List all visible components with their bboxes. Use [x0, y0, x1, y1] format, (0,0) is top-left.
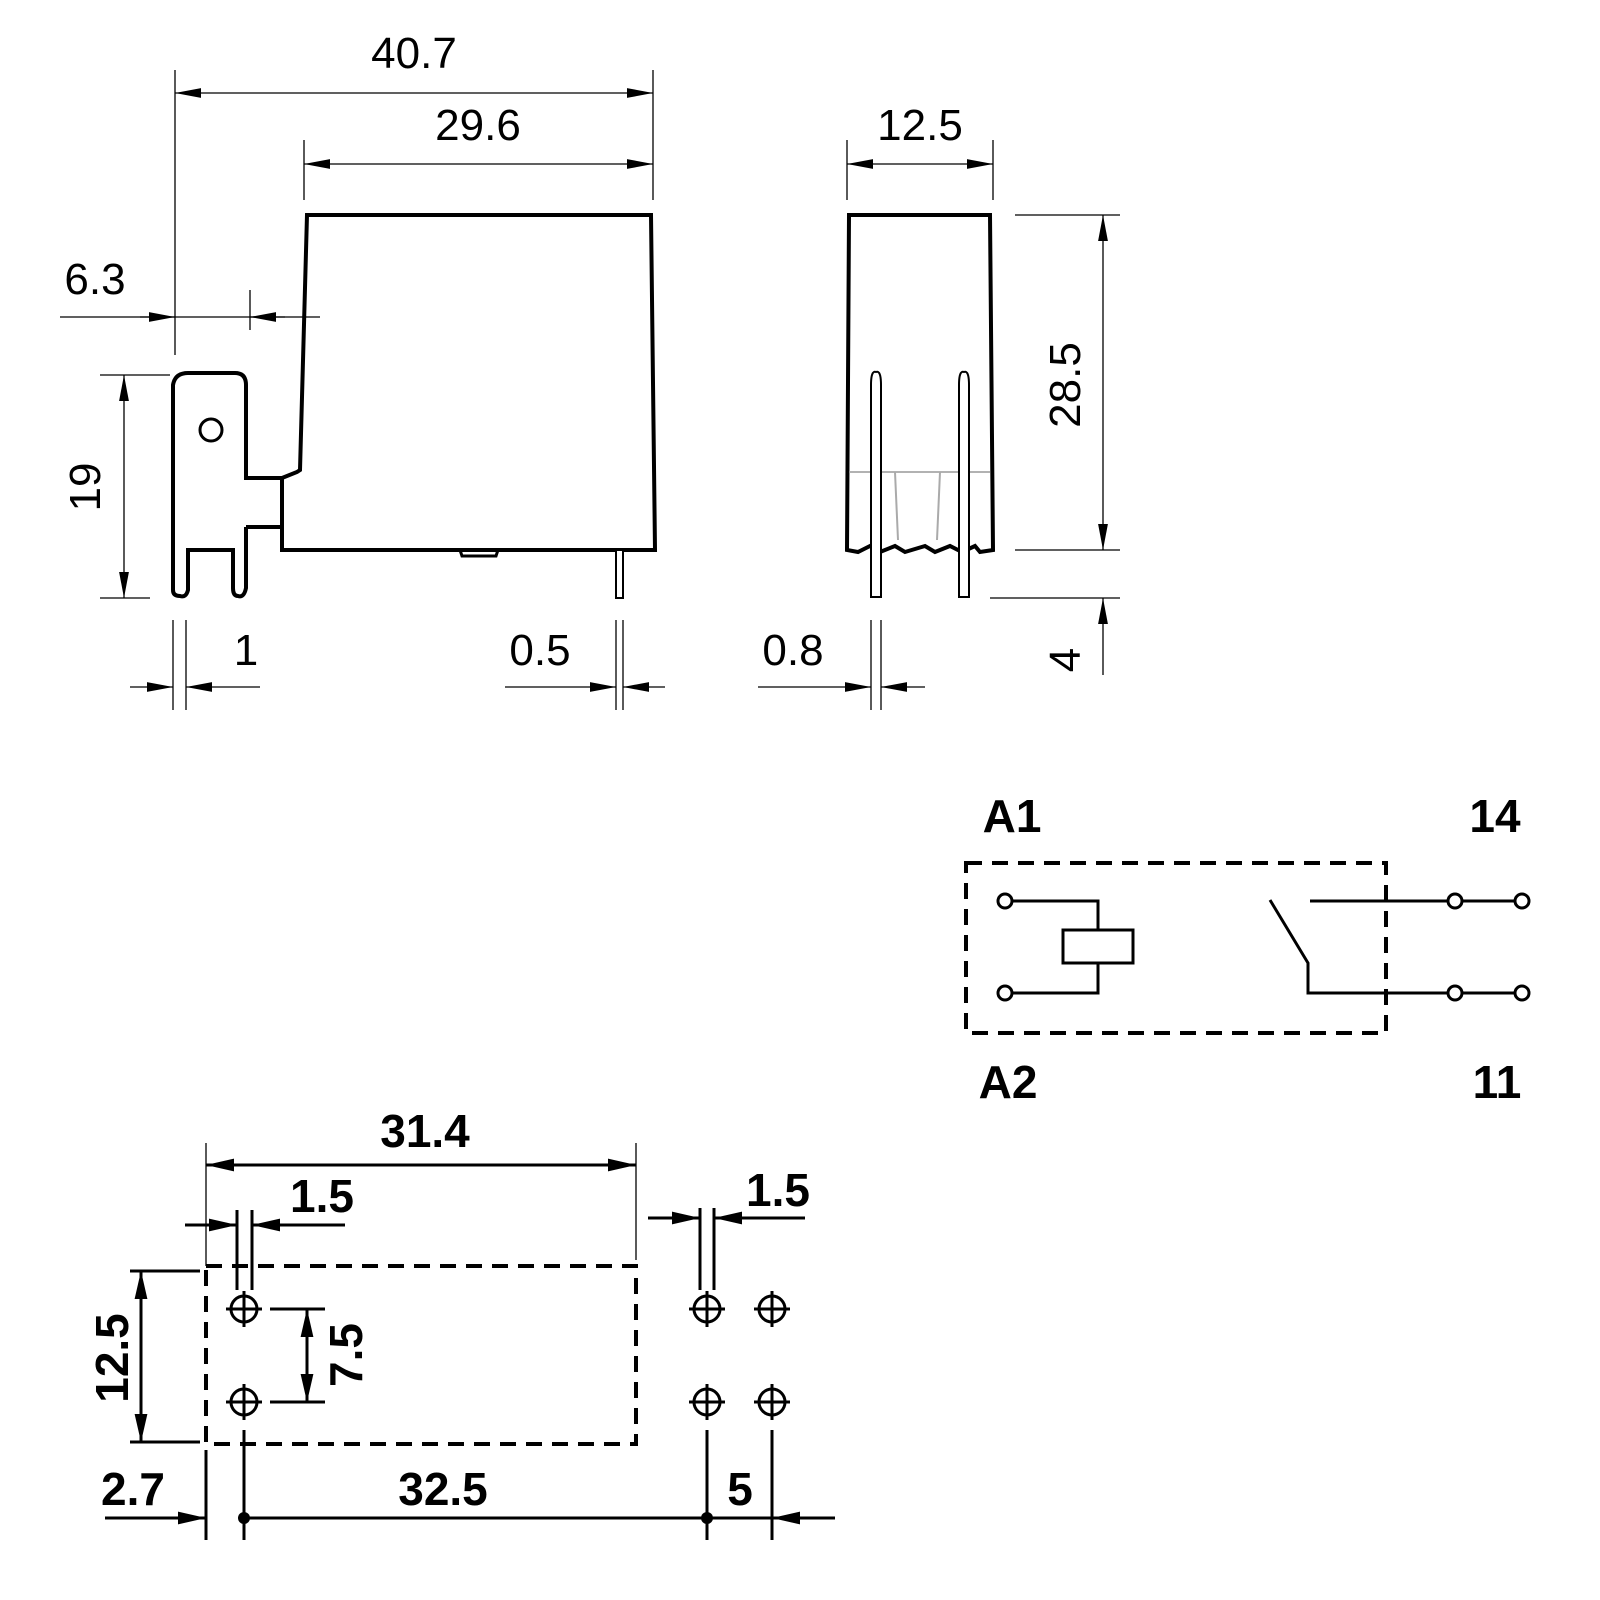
contact-terminal-14-inner	[1446, 892, 1464, 910]
coil-top-label: A1	[983, 790, 1042, 842]
relay-body-front	[280, 213, 658, 552]
contact-top-label: 14	[1469, 790, 1521, 842]
side-width-label: 12.5	[877, 101, 963, 150]
tab-hole	[198, 417, 224, 443]
pcb-hole	[226, 1291, 262, 1327]
pin-pitch-right-label: 5	[727, 1463, 753, 1515]
pcb-hole	[754, 1384, 790, 1420]
pcb-hole	[689, 1384, 725, 1420]
coil-terminal-a2	[996, 984, 1014, 1002]
overall-length-label: 40.7	[371, 29, 457, 78]
contact-terminal-11-inner	[1446, 984, 1464, 1002]
pcb-outline	[204, 1264, 638, 1446]
coil-bottom-label: A2	[979, 1056, 1038, 1108]
pcb-hole	[754, 1291, 790, 1327]
contact-terminal-14-outer	[1513, 892, 1531, 910]
tab-thickness-label: 1	[234, 626, 258, 675]
offset-left-label: 2.7	[101, 1463, 165, 1515]
side-height-label: 28.5	[1041, 342, 1090, 428]
pin-front	[615, 549, 624, 599]
pin-side-left	[870, 370, 882, 598]
schematic-enclosure	[964, 861, 1388, 1035]
pin-span-label: 32.5	[398, 1463, 488, 1515]
contact-bottom-label: 11	[1473, 1056, 1522, 1108]
contact-symbol	[1268, 899, 1448, 995]
hole-right-dia-label: 1.5	[746, 1164, 810, 1216]
pin-width-label: 0.5	[509, 626, 570, 675]
pin-length-label: 4	[1041, 648, 1090, 672]
pcb-layout	[105, 1143, 835, 1540]
side-view	[758, 140, 1120, 710]
pin-pitch-vertical-label: 7.5	[320, 1323, 372, 1387]
tab-terminal	[171, 371, 282, 599]
pcb-hole	[689, 1291, 725, 1327]
front-view	[60, 70, 665, 710]
tab-offset-label: 6.3	[64, 255, 125, 304]
relay-body-side	[844, 213, 996, 555]
relay-schematic	[964, 861, 1531, 1035]
contact-terminal-11-outer	[1513, 984, 1531, 1002]
outline-length-label: 31.4	[380, 1105, 470, 1157]
coil-symbol	[1061, 928, 1135, 965]
outline-width-label: 12.5	[86, 1313, 138, 1403]
pcb-hole	[226, 1384, 262, 1420]
side-pin-width-label: 0.8	[762, 626, 823, 675]
hole-left-dia-label: 1.5	[290, 1170, 354, 1222]
body-length-label: 29.6	[435, 101, 521, 150]
coil-terminal-a1	[996, 892, 1014, 910]
pin-side-right	[958, 370, 970, 598]
tab-height-label: 19	[61, 463, 110, 512]
